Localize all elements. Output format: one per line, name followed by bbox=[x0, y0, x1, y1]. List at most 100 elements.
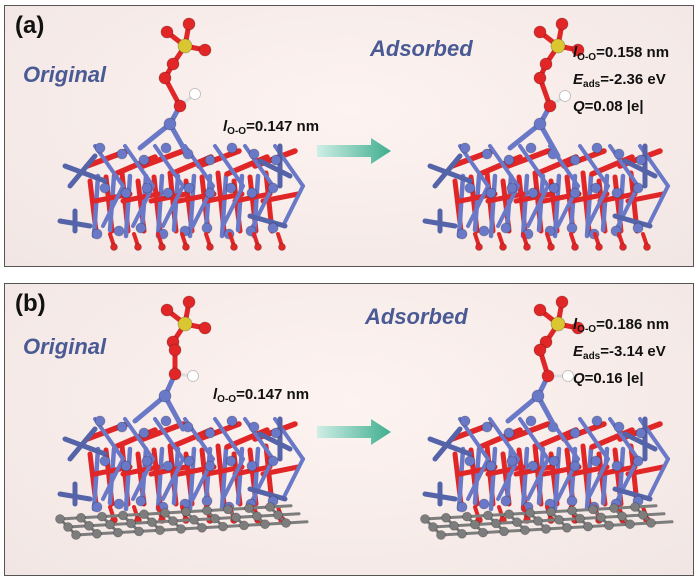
metal-atom bbox=[632, 222, 644, 234]
carbon-atom bbox=[244, 503, 254, 514]
bond bbox=[646, 457, 670, 501]
metal-atom bbox=[613, 421, 625, 433]
carbon-atom bbox=[533, 516, 543, 526]
metal-atom bbox=[548, 182, 560, 194]
metal-atom bbox=[527, 460, 539, 472]
metal-atom bbox=[590, 455, 602, 467]
metal-atom bbox=[204, 460, 216, 472]
bond bbox=[67, 153, 98, 189]
bond bbox=[466, 457, 490, 501]
bond bbox=[526, 457, 550, 501]
metal-atom bbox=[569, 187, 581, 199]
bond bbox=[155, 446, 165, 512]
carbon-atom bbox=[609, 503, 619, 514]
metal-atom bbox=[464, 182, 476, 194]
sulfur-atom bbox=[550, 38, 566, 54]
carbon-atom bbox=[147, 517, 157, 528]
metal-atom bbox=[270, 154, 282, 166]
hydrogen-atom bbox=[562, 370, 574, 382]
bond bbox=[107, 173, 117, 233]
bond bbox=[257, 158, 293, 179]
bond bbox=[153, 144, 185, 188]
bond bbox=[427, 163, 473, 184]
bond bbox=[281, 184, 305, 228]
bond bbox=[131, 457, 155, 501]
bond bbox=[472, 173, 482, 233]
bond-subscript: O-O bbox=[217, 394, 237, 405]
carbon-atom bbox=[63, 522, 73, 532]
energy-subscript: ads bbox=[583, 79, 601, 90]
bond bbox=[162, 393, 186, 432]
metal-atom bbox=[94, 142, 106, 154]
bond bbox=[221, 184, 245, 228]
oxygen-atom bbox=[475, 243, 483, 251]
adsorbed-metrics: lO-O=0.158 nm Eads=-2.36 eV Q=0.08 |e| bbox=[573, 42, 669, 118]
metal-atom bbox=[120, 187, 132, 199]
metal-atom bbox=[611, 187, 623, 199]
carbon-atom bbox=[436, 530, 446, 540]
bond bbox=[161, 184, 185, 228]
bond bbox=[518, 417, 550, 461]
metal-atom bbox=[99, 182, 111, 194]
bond bbox=[496, 457, 520, 501]
carbon-atom bbox=[84, 520, 94, 531]
bond bbox=[561, 421, 607, 442]
metal-atom bbox=[531, 389, 545, 403]
carbon-atom bbox=[97, 511, 107, 522]
bond bbox=[247, 486, 288, 502]
metal-atom bbox=[246, 187, 258, 199]
carbon-atom bbox=[231, 512, 241, 523]
carbon-atom bbox=[441, 512, 451, 523]
carbon-atom bbox=[588, 504, 598, 515]
metal-atom bbox=[478, 225, 490, 237]
carbon-atom bbox=[525, 508, 535, 518]
bond bbox=[204, 464, 245, 477]
carbon-atom bbox=[160, 508, 170, 518]
bond bbox=[622, 158, 658, 179]
oxygen-atom bbox=[168, 343, 182, 357]
carbon-atom bbox=[76, 512, 86, 523]
carbon-atom bbox=[562, 522, 572, 533]
bond bbox=[485, 464, 526, 477]
oxygen-atom bbox=[182, 295, 196, 309]
panel-b: (b) Original Adsorbed lO-O=0.147 nm lO-O… bbox=[4, 283, 694, 576]
oxygen-atom bbox=[547, 243, 555, 251]
carbon-atom bbox=[197, 522, 207, 533]
panel-label: (a) bbox=[15, 12, 45, 39]
metal-atom bbox=[246, 460, 258, 472]
carbon-atom bbox=[265, 502, 275, 512]
metal-atom bbox=[162, 187, 174, 199]
metal-atom bbox=[506, 455, 518, 467]
carbon-atom bbox=[118, 510, 128, 521]
bond bbox=[161, 457, 185, 501]
carbon-atom bbox=[223, 504, 233, 515]
oxygen-atom bbox=[158, 243, 166, 251]
oxygen-atom bbox=[160, 25, 174, 39]
metal-atom bbox=[459, 142, 471, 154]
oxygen-atom bbox=[499, 243, 507, 251]
metal-atom bbox=[569, 427, 581, 439]
metal-atom bbox=[503, 154, 515, 166]
bond-symbol: l bbox=[223, 118, 228, 135]
bond-subscript: O-O bbox=[577, 324, 597, 335]
carbon-atom bbox=[260, 519, 270, 530]
metal-atom bbox=[481, 148, 493, 160]
carbon-atom bbox=[126, 518, 136, 529]
bond-symbol: l bbox=[573, 44, 578, 61]
oxygen-atom bbox=[168, 367, 182, 381]
oxygen-atom bbox=[543, 99, 557, 113]
bond bbox=[488, 417, 520, 461]
carbon-atom bbox=[617, 511, 627, 522]
bond bbox=[432, 426, 463, 462]
carbon-atom bbox=[625, 519, 635, 530]
metal-atom bbox=[632, 182, 644, 194]
metal-atom bbox=[569, 154, 581, 166]
carbon-atom bbox=[252, 511, 262, 522]
metal-atom bbox=[116, 421, 128, 433]
hydrogen-atom bbox=[189, 88, 201, 100]
metal-atom bbox=[91, 501, 103, 513]
metal-atom bbox=[459, 415, 471, 427]
metal-atom bbox=[267, 455, 279, 467]
bond bbox=[505, 393, 541, 424]
oxygen-atom bbox=[206, 243, 214, 251]
